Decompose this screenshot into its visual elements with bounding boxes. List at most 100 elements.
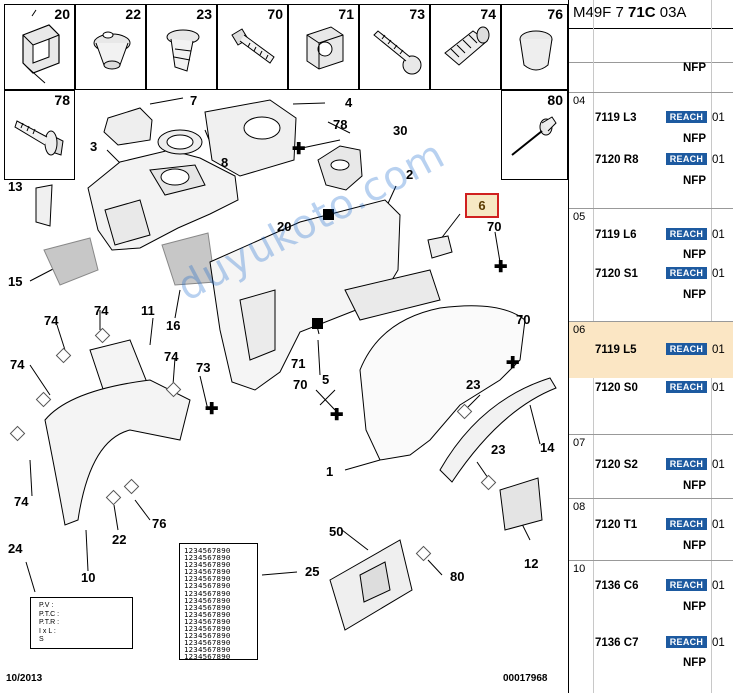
callout-10[interactable]: 10	[81, 570, 96, 585]
weld-point-marker: ✚	[292, 141, 306, 158]
part-reference[interactable]: 7119 L6	[595, 229, 637, 241]
group-row-06-second[interactable]: 7120 S0 REACH 01	[569, 378, 733, 434]
callout-71[interactable]: 71	[291, 356, 306, 371]
part-number: 20	[54, 6, 70, 22]
group-row-06-highlighted[interactable]: 06 7119 L5 REACH 01	[569, 322, 733, 378]
callout-74-d[interactable]: 74	[10, 357, 25, 372]
part-cell-20[interactable]: 20	[4, 4, 75, 90]
callout-74-a[interactable]: 74	[94, 303, 109, 318]
callout-1[interactable]: 1	[326, 464, 334, 479]
part-cell-71[interactable]: 71	[288, 4, 359, 90]
part-cell-73[interactable]: 73	[359, 4, 430, 90]
callout-23-top[interactable]: 23	[466, 377, 481, 392]
part-cell-80[interactable]: 80	[501, 90, 568, 180]
group-separator	[569, 92, 733, 93]
reach-badge: REACH	[666, 579, 707, 591]
callout-16[interactable]: 16	[166, 318, 181, 333]
part-reference[interactable]: 7120 R8	[595, 154, 639, 166]
part-cell-74[interactable]: 74	[430, 4, 501, 90]
callout-14[interactable]: 14	[540, 440, 555, 455]
part-reference[interactable]: 7136 C7	[595, 637, 639, 649]
label-line: S	[39, 636, 44, 643]
part-reference[interactable]: 7120 S0	[595, 382, 638, 394]
part-reference[interactable]: 7120 S2	[595, 459, 638, 471]
group-separator	[569, 434, 733, 435]
part-number: 80	[547, 92, 563, 108]
part-cell-76[interactable]: 76	[501, 4, 568, 90]
callout-73[interactable]: 73	[196, 360, 211, 375]
reach-badge: REACH	[666, 267, 707, 279]
part-cell-78[interactable]: 78	[4, 90, 75, 180]
callout-12[interactable]: 12	[524, 556, 539, 571]
callout-50[interactable]: 50	[329, 524, 344, 539]
quantity: 01	[712, 112, 725, 124]
callout-74-b[interactable]: 74	[44, 313, 59, 328]
callout-25[interactable]: 25	[305, 564, 320, 579]
push-rivet-icon	[93, 31, 131, 70]
callout-6-highlighted[interactable]: 6	[465, 193, 499, 218]
plate-line: 1234567890	[184, 574, 231, 584]
callout-8[interactable]: 8	[221, 155, 229, 170]
part-reference[interactable]: 7119 L5	[595, 344, 637, 356]
callout-70-top[interactable]: 70	[487, 219, 502, 234]
part-cell-70[interactable]: 70	[217, 4, 288, 90]
group-row-05[interactable]: 05 7119 L6 REACH 01 NFP 7120 S1 REACH 01…	[569, 209, 733, 321]
quantity: 01	[712, 344, 725, 356]
callout-24[interactable]: 24	[8, 541, 23, 556]
group-index: 10	[573, 563, 586, 575]
callout-20[interactable]: 20	[277, 219, 292, 234]
callout-15[interactable]: 15	[8, 274, 23, 289]
plate-line: 1234567890	[184, 609, 231, 619]
plate-line: 1234567890	[184, 631, 231, 641]
group-row-08[interactable]: 08 7120 T1 REACH 01 NFP	[569, 499, 733, 560]
callout-13[interactable]: 13	[8, 179, 23, 194]
callout-80[interactable]: 80	[450, 569, 465, 584]
callout-4[interactable]: 4	[345, 95, 353, 110]
part-number: 70	[267, 6, 283, 22]
group-row-04[interactable]: 04 7119 L3 REACH 01 NFP 7120 R8 REACH 01…	[569, 93, 733, 208]
callout-70-mid[interactable]: 70	[293, 377, 308, 392]
callout-70-right[interactable]: 70	[516, 312, 531, 327]
plate-line: 1234567890	[184, 595, 231, 605]
part-number: 74	[480, 6, 496, 22]
group-row-07[interactable]: 07 7120 S2 REACH 01 NFP	[569, 435, 733, 498]
callout-76[interactable]: 76	[152, 516, 167, 531]
callout-23-bottom[interactable]: 23	[491, 442, 506, 457]
weld-point-marker: ✚	[205, 401, 219, 418]
quantity: 01	[712, 154, 725, 166]
flange-bolt-icon	[14, 120, 64, 156]
group-separator	[569, 560, 733, 561]
callout-74-c[interactable]: 74	[164, 349, 179, 364]
callout-11[interactable]: 11	[141, 303, 155, 318]
part-reference[interactable]: 7120 S1	[595, 268, 638, 280]
weight-label-part-24: P.V : P.T.C : P.T.R : I x L : S	[30, 597, 133, 649]
callout-74-e[interactable]: 74	[14, 494, 29, 509]
part-reference[interactable]: 7119 L3	[595, 112, 637, 124]
callout-5[interactable]: 5	[322, 372, 330, 387]
group-row-10[interactable]: 10 7136 C6 REACH 01 NFP 7136 C7 REACH 01…	[569, 561, 733, 693]
nfp-note: NFP	[683, 540, 706, 552]
vin-plate-part-25: 1234567890 1234567890 1234567890 1234567…	[179, 543, 258, 660]
nfp-note: NFP	[683, 289, 706, 301]
callout-3[interactable]: 3	[90, 139, 98, 154]
part-reference[interactable]: 7120 T1	[595, 519, 638, 531]
plate-line: 1234567890	[184, 652, 231, 660]
part-cell-22[interactable]: 22	[75, 4, 146, 90]
plate-line: 1234567890	[184, 567, 231, 577]
reach-badge: REACH	[666, 153, 707, 165]
plate-line: 1234567890	[184, 560, 231, 570]
part-number: 73	[409, 6, 425, 22]
callout-22[interactable]: 22	[112, 532, 127, 547]
callout-7[interactable]: 7	[190, 93, 198, 108]
plate-line: 1234567890	[184, 645, 231, 655]
header-nfp: NFP	[683, 62, 706, 74]
label-line: P.V :	[39, 602, 54, 609]
part-cell-23[interactable]: 23	[146, 4, 217, 90]
quantity: 01	[712, 229, 725, 241]
header-divider	[569, 62, 733, 63]
callout-30[interactable]: 30	[393, 123, 408, 138]
reach-badge: REACH	[666, 381, 707, 393]
callout-78[interactable]: 78	[333, 117, 348, 132]
callout-2[interactable]: 2	[406, 167, 414, 182]
part-reference[interactable]: 7136 C6	[595, 580, 639, 592]
